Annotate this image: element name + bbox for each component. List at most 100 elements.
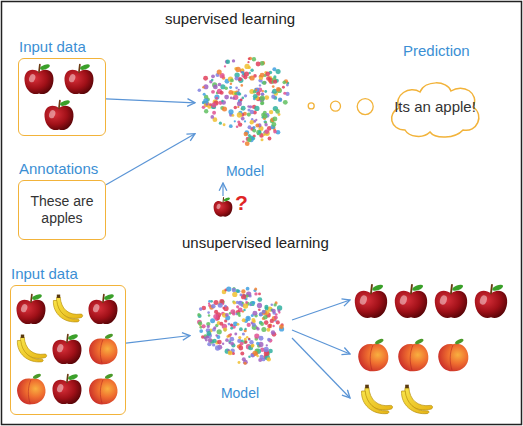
brain-dot [247, 108, 250, 111]
brain-dot [260, 322, 264, 326]
brain-dot [251, 318, 255, 322]
apple [475, 283, 507, 317]
brain-dot [266, 328, 270, 332]
brain-dot [256, 355, 259, 358]
brain-dot [278, 311, 280, 313]
brain-dot [267, 324, 271, 328]
brain-dot [270, 319, 274, 323]
brain-dot [271, 304, 274, 307]
brain-dot [272, 309, 276, 313]
brain-dot [247, 137, 252, 142]
brain-dot [230, 97, 233, 100]
thought-bubble [357, 99, 373, 115]
banana [362, 385, 393, 414]
apple [44, 99, 73, 130]
brain-dot [271, 122, 276, 127]
brain-dot [250, 69, 253, 72]
brain-dot [248, 66, 251, 69]
brain-dot [232, 292, 237, 297]
brain-dot [204, 337, 207, 340]
data-box: Input data [10, 285, 126, 415]
brain-dot [264, 347, 269, 352]
brain-dot [265, 72, 270, 77]
cluster-arrow [292, 300, 350, 320]
brain-dot [261, 138, 264, 141]
brain-dot [266, 344, 268, 346]
brain-dot [219, 122, 222, 125]
data-box: AnnotationsThese are apples [18, 180, 106, 240]
brain-dot [217, 69, 222, 74]
brain-dot [275, 109, 280, 114]
brain-dot [256, 327, 258, 329]
brain-dot [251, 354, 254, 357]
brain-dot [224, 86, 228, 90]
brain-dot [228, 351, 233, 356]
brain-dot [234, 333, 237, 336]
brain-dot [215, 334, 218, 337]
brain-dot [258, 130, 261, 133]
brain-dot [257, 297, 262, 302]
brain-dot [230, 83, 232, 85]
brain-dot [252, 57, 256, 61]
brain-dot [226, 286, 231, 291]
brain-dot [218, 303, 223, 308]
brain-dot [237, 112, 242, 117]
brain-dot [248, 338, 250, 340]
brain-dot [249, 57, 253, 61]
section-title: supervised learning [165, 10, 295, 27]
apple [52, 333, 81, 364]
brain-dot [231, 114, 234, 117]
brain-dot [238, 78, 243, 83]
query-arrow [222, 183, 223, 196]
brain-dot [279, 98, 282, 101]
brain-dot [237, 323, 240, 326]
brain-dot [245, 316, 250, 321]
brain-dot [238, 346, 243, 351]
brain-dot [229, 337, 234, 342]
brain-dot [244, 362, 247, 365]
brain-dot [244, 120, 246, 122]
brain-dot [247, 113, 251, 117]
cluster-arrow [292, 338, 350, 398]
brain-dot [262, 81, 266, 85]
box-heading: Input data [19, 38, 86, 55]
brain-dot [248, 58, 250, 60]
brain-dot [241, 117, 245, 121]
brain-dot [249, 75, 254, 80]
brain-dot [241, 106, 246, 111]
brain-dot [282, 86, 285, 89]
brain-dot [243, 309, 246, 312]
brain-dot [248, 355, 251, 358]
brain-dots [198, 57, 290, 146]
brain-dot [248, 125, 252, 129]
box-text: These are apples [19, 181, 105, 239]
brain-dot [234, 92, 237, 95]
brain-dot [237, 312, 241, 316]
arrow-connector [106, 134, 195, 185]
brain-dot [252, 323, 256, 327]
brain-dot [239, 327, 243, 331]
brain-dot [264, 120, 267, 123]
brain-dot [240, 99, 243, 102]
brain-dot [276, 87, 281, 92]
brain-dot [241, 84, 244, 87]
brain-dot [283, 92, 286, 95]
brain-dot [230, 309, 235, 314]
brain-dot [238, 92, 241, 95]
brain-dot [238, 89, 240, 91]
brain-dot [229, 124, 233, 128]
thought-bubble [308, 103, 314, 109]
brain-dot [207, 331, 212, 336]
brain-dot [260, 101, 264, 105]
brain-dot [239, 293, 242, 296]
brain-dot [219, 322, 223, 326]
brain-dot [222, 107, 227, 112]
brain-dot [268, 137, 272, 141]
brain-dot [265, 95, 270, 100]
brain-dot [260, 96, 265, 101]
peach [398, 338, 428, 372]
peach [17, 373, 45, 405]
brain-dot [211, 304, 216, 309]
brain-dot [262, 90, 264, 92]
